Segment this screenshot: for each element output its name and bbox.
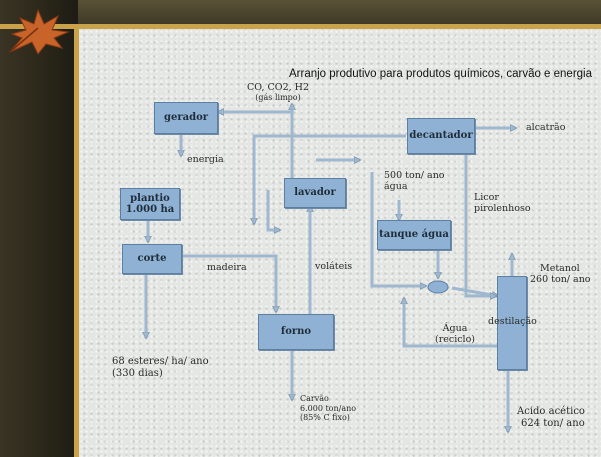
top-bar [0,0,601,26]
box-corte: corte [122,244,182,274]
box-destilacao [497,276,527,370]
label-carvao-line1: Carvão [300,394,329,403]
label-agua-reciclo: Água (reciclo) [435,323,475,346]
label-metanol: Metanol 260 ton/ ano [530,263,591,286]
slide-canvas [79,29,601,457]
diagram-title: Arranjo produtivo para produtos químicos… [289,68,593,80]
label-gases-line1: CO, CO2, H2 [247,82,310,93]
label-licor: Licor pirolenhoso [474,192,531,215]
box-forno: forno [258,314,334,350]
label-esteres: 68 esteres/ ha/ ano (330 dias) [112,356,209,380]
label-acido-line2: 624 ton/ ano [521,418,585,429]
arrow-agua-reciclo [404,298,498,348]
label-agua-input-line1: 500 ton/ ano [384,170,445,181]
label-agua-input: 500 ton/ ano água [384,170,445,193]
box-lavador: lavador [284,178,346,208]
arrow-loop-lavador [266,190,280,230]
label-gases-line2: (gás limpo) [255,93,301,103]
box-plantio: plantio 1.000 ha [120,188,180,220]
label-agua-reciclo-line2: (reciclo) [435,334,476,346]
label-licor-line2: pirolenhoso [474,203,531,215]
autumn-leaf-icon [9,8,70,55]
box-tanque-agua: tanque água [377,220,451,250]
label-agua-input-line2: água [384,181,408,193]
arrow-to-mixer [370,172,426,286]
label-destilacao: destilação [488,316,537,327]
label-madeira: madeira [207,262,247,273]
arrow-decantador-licor [464,152,496,296]
box-gerador: gerador [154,102,218,134]
label-esteres-line1: 68 esteres/ ha/ ano [112,356,209,367]
label-metanol-line2: 260 ton/ ano [530,274,591,286]
label-gases: CO, CO2, H2 (gás limpo) [247,82,309,103]
label-acido-line1: Acido acético [517,406,585,417]
label-alcatrao: alcatrão [526,122,566,133]
label-metanol-line1: Metanol [540,263,580,274]
label-carvao: Carvão 6.000 ton/ano (85% C fixo) [300,394,356,423]
mixer-node [427,280,449,294]
label-volateis: voláteis [315,261,353,272]
label-carvao-line2: 6.000 ton/ano [300,403,357,413]
gold-divider-horizontal [0,24,601,29]
box-decantador: decantador [407,118,475,154]
label-licor-line1: Licor [474,192,499,203]
label-acido: Acido acético 624 ton/ ano [517,406,585,430]
label-agua-reciclo-line1: Água [442,323,468,334]
gold-divider-vertical [74,24,79,457]
label-esteres-line2: (330 dias) [112,368,163,379]
arrow-decantador-loop [254,134,406,224]
left-sidebar [0,0,78,457]
arrow-corte-forno [182,254,276,312]
label-energia: energia [187,154,224,165]
label-carvao-line3: (85% C fixo) [300,413,350,423]
